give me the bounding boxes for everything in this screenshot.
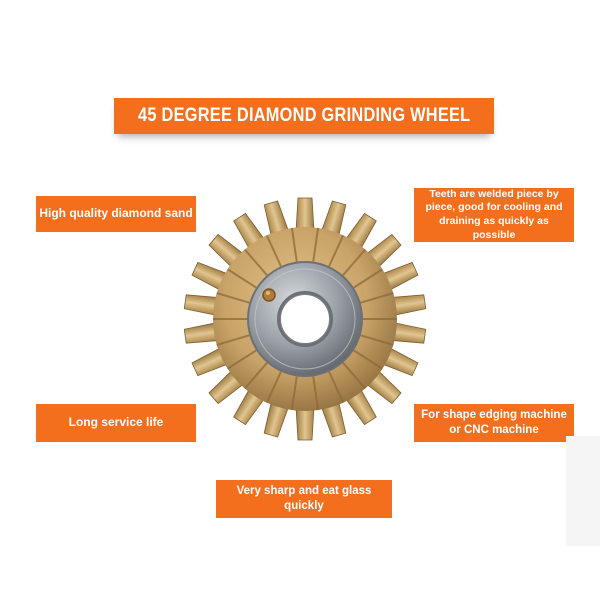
- wheel-groove: [216, 334, 250, 346]
- wheel-groove: [227, 349, 257, 370]
- wheel-groove: [312, 227, 320, 262]
- background-edge: [566, 436, 600, 546]
- feature-welded-teeth: Teeth are welded piece by piece, good fo…: [414, 188, 574, 242]
- grinding-wheel-image: [183, 197, 427, 441]
- wheel-groove: [265, 371, 282, 404]
- wheel-groove: [342, 248, 367, 276]
- wheel-groove: [216, 292, 250, 304]
- wheel-groove: [328, 234, 345, 267]
- title-banner: 45 DEGREE DIAMOND GRINDING WHEEL: [114, 98, 494, 134]
- wheel-groove: [360, 292, 394, 304]
- wheel-groove: [312, 376, 320, 411]
- wheel-tooth: [295, 406, 315, 441]
- wheel-tooth: [295, 197, 315, 232]
- wheel-groove: [243, 248, 268, 276]
- wheel-groove: [265, 234, 282, 267]
- wheel-groove: [360, 334, 394, 346]
- feature-service-life: Long service life: [36, 404, 196, 442]
- page-title: 45 DEGREE DIAMOND GRINDING WHEEL: [137, 105, 471, 126]
- wheel-groove: [353, 349, 383, 370]
- wheel-groove: [290, 227, 298, 262]
- wheel-groove: [342, 362, 367, 390]
- wheel-groove: [290, 376, 298, 411]
- feature-sharpness: Very sharp and eat glass quickly: [216, 480, 392, 518]
- wheel-groove: [353, 268, 383, 289]
- feature-diamond-sand: High quality diamond sand: [36, 196, 196, 232]
- wheel-groove: [328, 371, 345, 404]
- wheel-groove: [227, 268, 257, 289]
- feature-machine-compatibility: For shape edging machine or CNC machine: [414, 404, 574, 442]
- wheel-groove: [243, 362, 268, 390]
